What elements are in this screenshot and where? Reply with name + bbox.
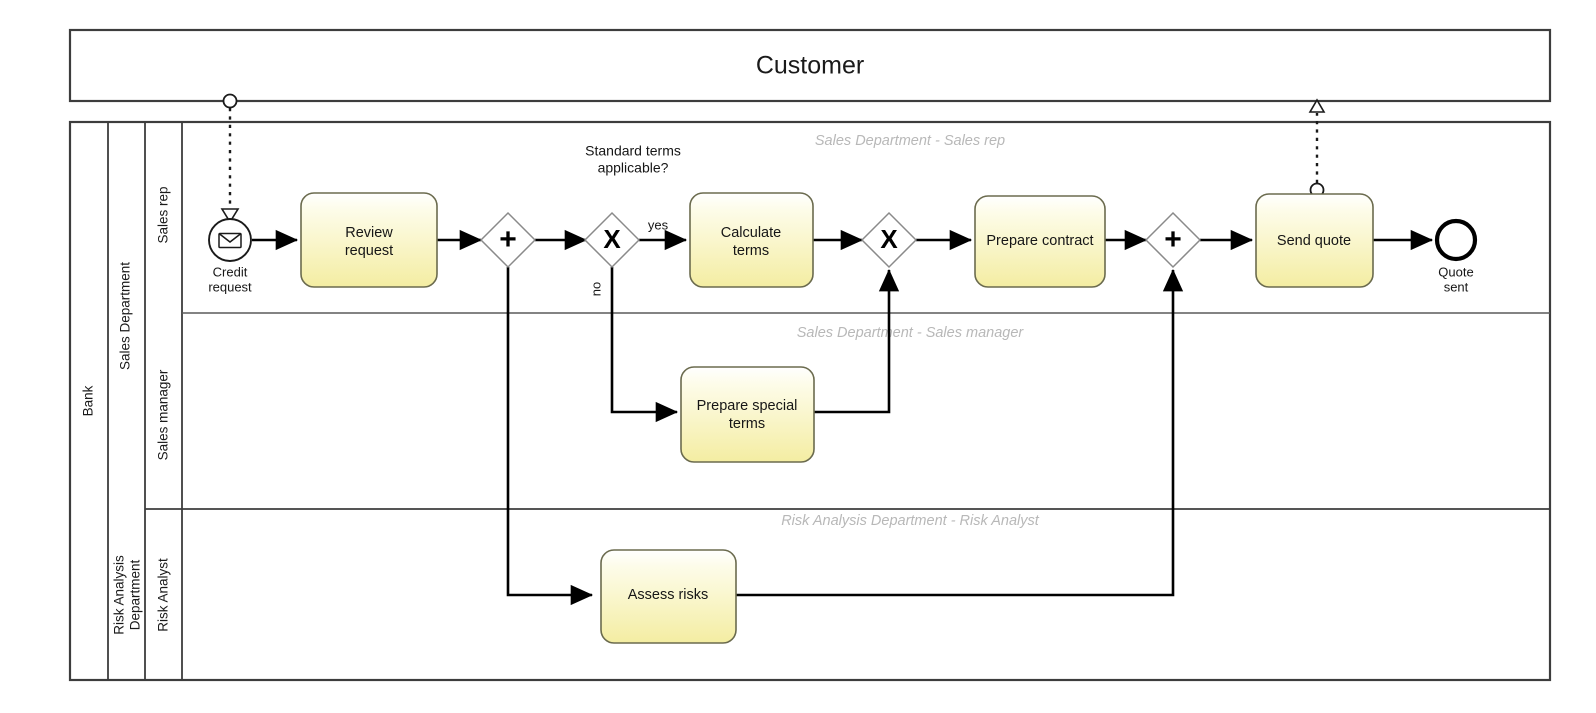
pool-customer[interactable]: Customer: [68, 28, 1552, 103]
task-review-request-box[interactable]: [300, 192, 438, 288]
message-flow-source-dot-credit-request: [222, 93, 238, 109]
task-prepare-contract-label: Prepare contract: [986, 233, 1093, 249]
task-prepare-contract-box[interactable]: [974, 195, 1106, 288]
task-review-request-label-line2: request: [345, 243, 393, 259]
task-send-quote-box[interactable]: [1255, 193, 1374, 288]
gateway-parallel-split[interactable]: +: [479, 211, 537, 269]
lane-watermark-sales-rep: Sales Department - Sales rep: [815, 133, 1005, 149]
flow-label-no: no: [588, 282, 603, 296]
task-review-request-label-line1: Review: [345, 225, 393, 241]
task-prepare-special-terms-label-line2: terms: [729, 416, 765, 432]
gateway-exclusive-split-glyph: X: [603, 224, 621, 254]
task-assess-risks-box[interactable]: [600, 549, 737, 644]
gateway-exclusive-split[interactable]: X: [583, 211, 641, 269]
task-send-quote-label: Send quote: [1277, 233, 1351, 249]
task-send-quote[interactable]: Send quote: [1255, 193, 1374, 288]
task-prepare-special-terms-box[interactable]: [680, 366, 815, 463]
lane-label-risk-analysis-department-line2: Department: [128, 559, 143, 630]
gateway-parallel-split-shape[interactable]: [479, 211, 537, 269]
pool-customer-body[interactable]: [68, 28, 1552, 103]
gateway-exclusive-split-shape[interactable]: [583, 211, 641, 269]
lane-label-sales-manager: Sales manager: [156, 369, 171, 460]
message-flow-quote-arrow: [1308, 98, 1326, 113]
task-review-request[interactable]: Review request: [300, 192, 438, 288]
gateway-exclusive-join-shape[interactable]: [860, 211, 918, 269]
flow-parallel-split-to-assess-risks: [506, 267, 594, 606]
flow-assess-risks-to-parallel-join: [736, 268, 1184, 597]
gateway-exclusive-join[interactable]: X: [860, 211, 918, 269]
flow-label-yes: yes: [648, 217, 669, 232]
task-assess-risks[interactable]: Assess risks: [600, 549, 737, 644]
task-calculate-terms-box[interactable]: [689, 192, 814, 288]
task-calculate-terms[interactable]: Calculate terms: [689, 192, 814, 288]
end-event-circle[interactable]: [1434, 218, 1478, 262]
task-assess-risks-label: Assess risks: [628, 587, 709, 603]
gateway-question-line1: Standard terms: [585, 143, 681, 159]
task-calculate-terms-label-line2: terms: [733, 243, 769, 259]
lane-label-risk-analyst: Risk Analyst: [156, 558, 171, 632]
lane-label-sales-rep: Sales rep: [156, 186, 171, 243]
lane-watermark-risk-analyst: Risk Analysis Department - Risk Analyst: [781, 513, 1040, 529]
gateway-question-line2: applicable?: [598, 160, 669, 176]
start-event-circle[interactable]: [208, 218, 252, 262]
task-prepare-special-terms-label-line1: Prepare special: [697, 398, 798, 414]
end-event-label-line2: sent: [1444, 279, 1469, 294]
task-prepare-special-terms[interactable]: Prepare special terms: [680, 366, 815, 463]
gateway-parallel-split-glyph: +: [499, 223, 517, 256]
sequence-flows: [252, 229, 1434, 606]
gateway-question-annotation: Standard terms applicable?: [585, 143, 681, 176]
flow-prepare-special-terms-to-exclusive-join: [814, 268, 900, 414]
lane-label-sales-department: Sales Department: [118, 262, 133, 370]
start-event-credit-request[interactable]: Credit request: [208, 218, 252, 294]
envelope-icon: [218, 232, 242, 249]
pool-bank-title: Bank: [81, 385, 96, 416]
task-calculate-terms-label-line1: Calculate: [721, 225, 781, 241]
lane-label-risk-analysis-department: Risk Analysis Department: [112, 555, 143, 635]
gateway-parallel-join[interactable]: +: [1144, 211, 1202, 269]
start-event-label-line1: Credit: [213, 264, 248, 279]
pool-customer-title: Customer: [756, 52, 864, 80]
task-prepare-contract[interactable]: Prepare contract: [974, 195, 1106, 288]
flow-exclusive-split-no-to-prepare-special-terms: [610, 267, 679, 423]
lane-watermark-sales-manager: Sales Department - Sales manager: [797, 325, 1025, 341]
end-event-label-line1: Quote: [1438, 264, 1473, 279]
gateway-parallel-join-shape[interactable]: [1144, 211, 1202, 269]
lane-label-risk-analysis-department-line1: Risk Analysis: [112, 555, 127, 635]
gateway-exclusive-join-glyph: X: [880, 224, 898, 254]
start-event-label-line2: request: [208, 279, 252, 294]
gateway-parallel-join-glyph: +: [1164, 223, 1182, 256]
end-event-quote-sent[interactable]: Quote sent: [1434, 218, 1478, 294]
message-flow-credit-request-arrow: [220, 208, 240, 224]
